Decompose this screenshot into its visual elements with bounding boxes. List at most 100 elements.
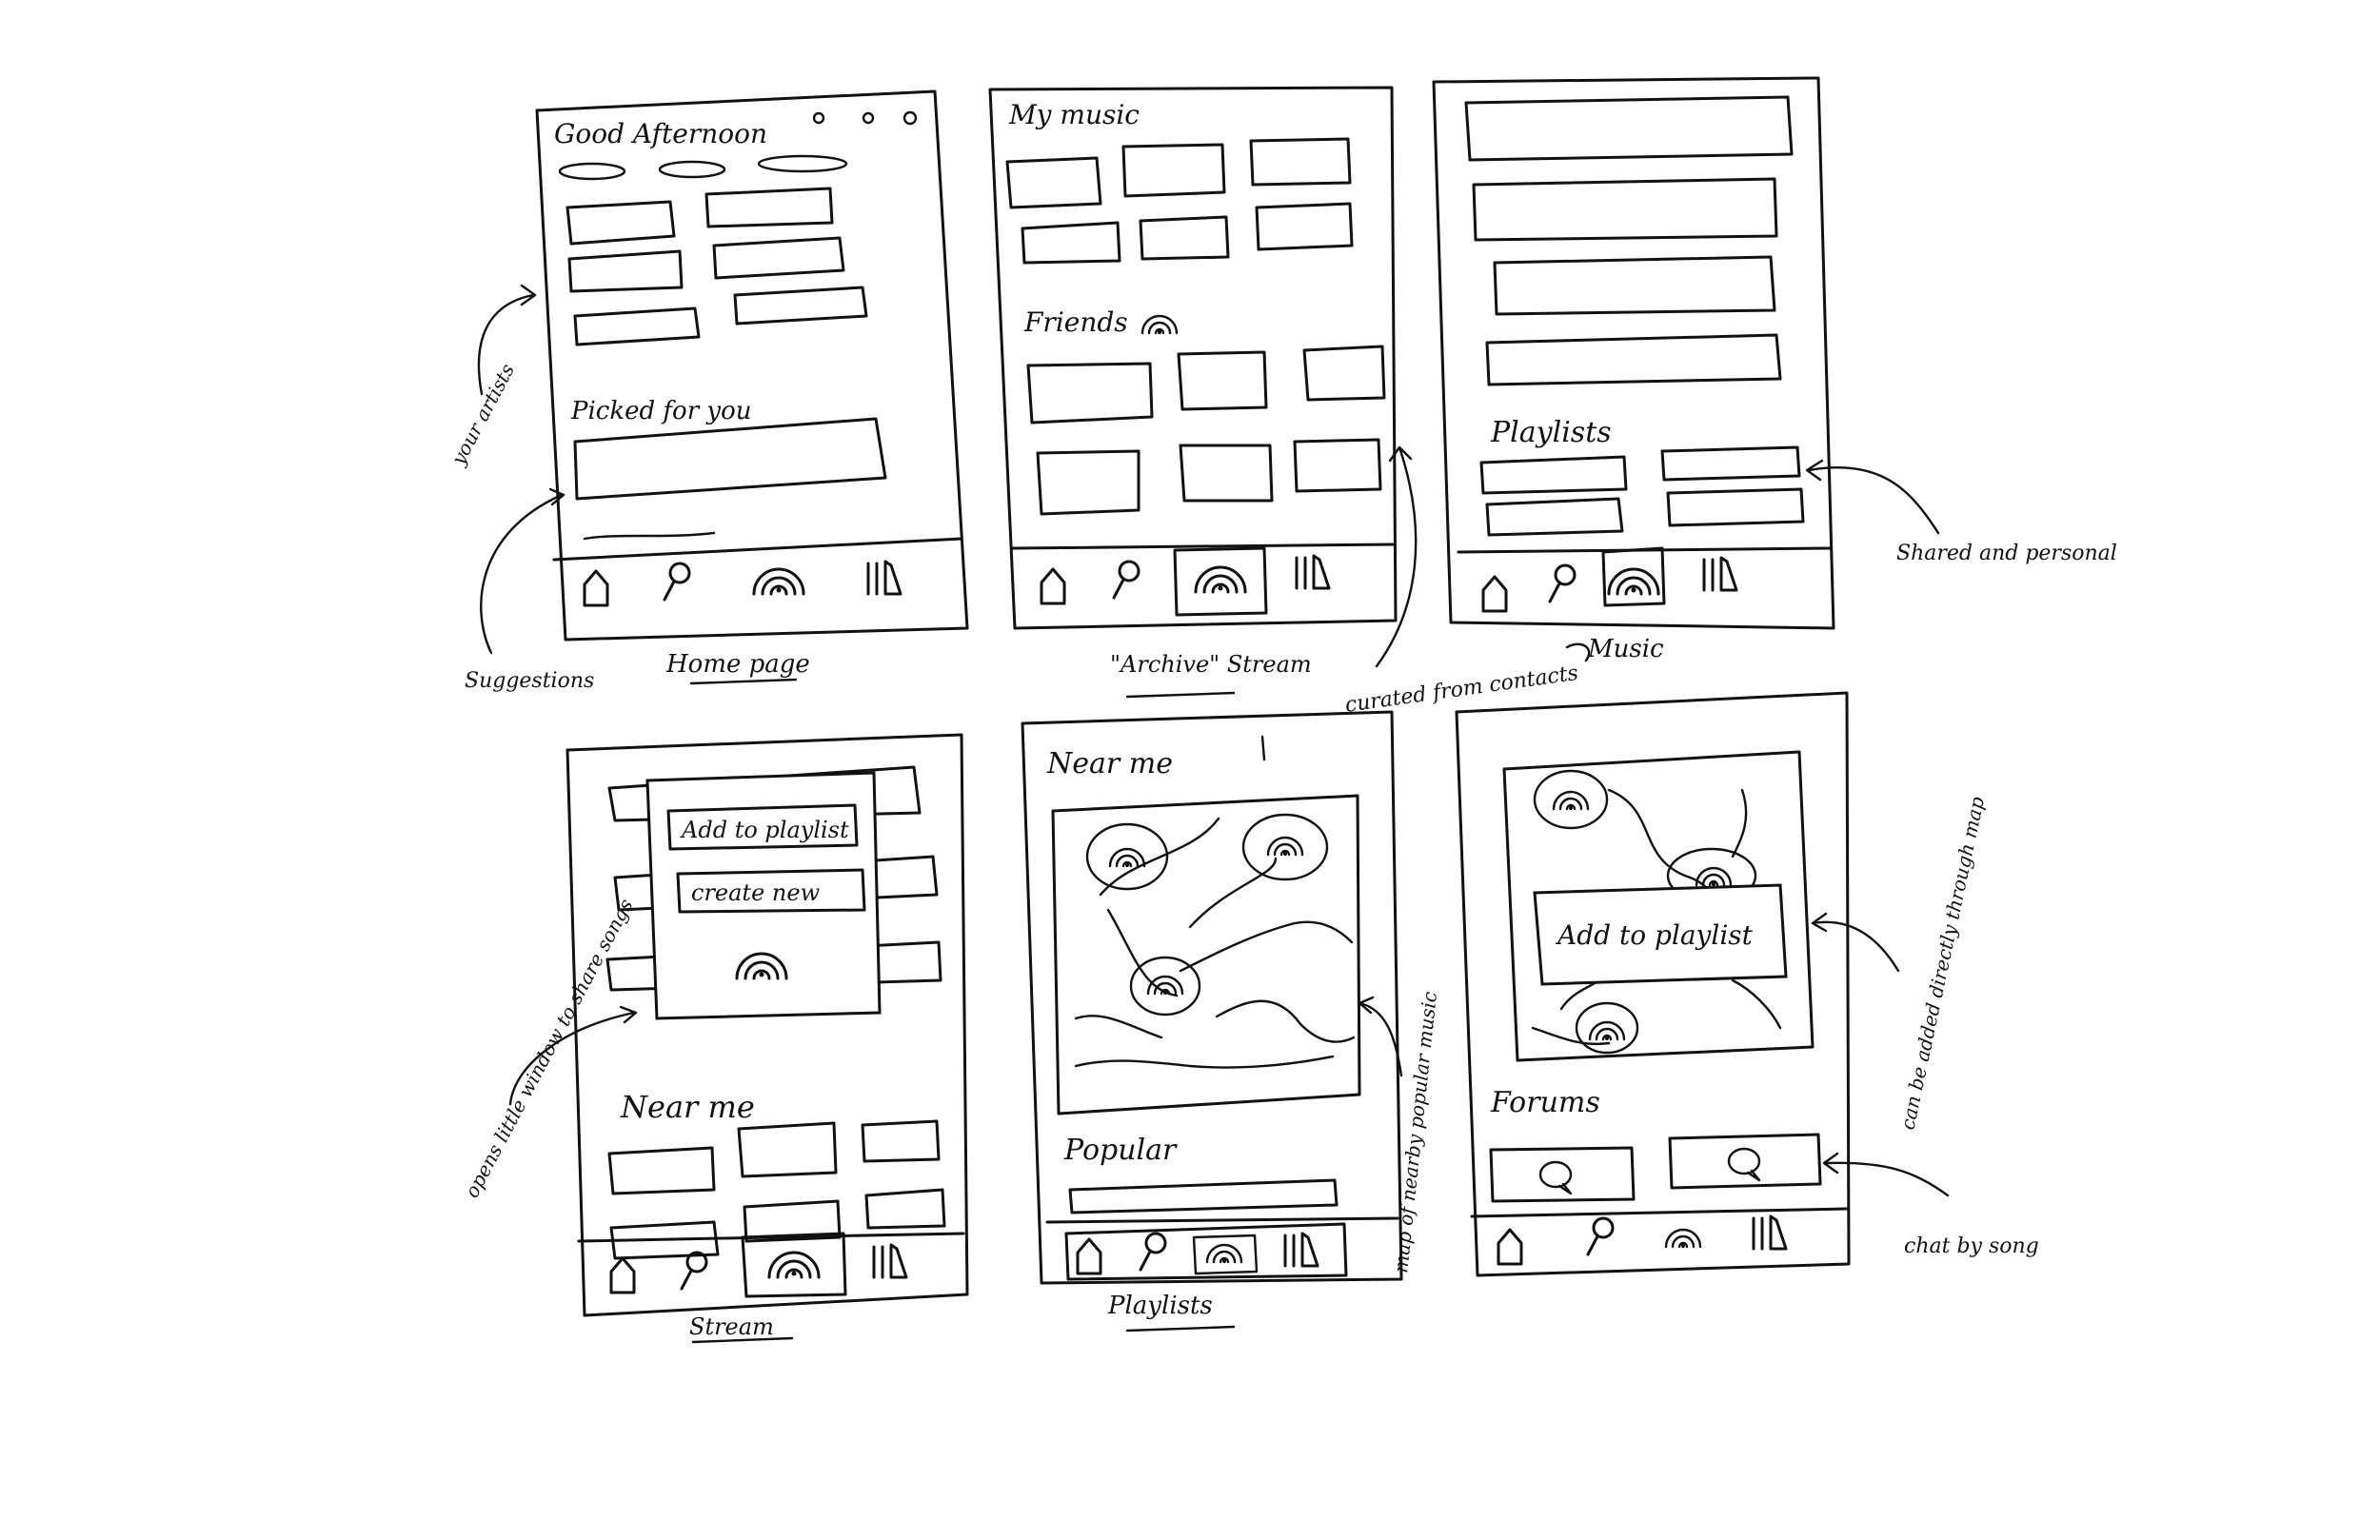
artist-tile[interactable]: [733, 286, 868, 326]
annotation-chat-by-song: chat by song: [1904, 1234, 2039, 1258]
library-icon[interactable]: [866, 560, 902, 596]
library-icon[interactable]: [1702, 556, 1738, 592]
playlist-item[interactable]: [1479, 455, 1628, 495]
create-new-button[interactable]: [676, 868, 866, 914]
nearby-tile[interactable]: [737, 1121, 838, 1178]
library-icon[interactable]: [1295, 554, 1331, 590]
genre-pill[interactable]: [558, 162, 626, 181]
library-row[interactable]: [1464, 95, 1794, 162]
playlists-caption: Playlists: [1107, 1292, 1213, 1320]
home-icon[interactable]: [1076, 1237, 1102, 1275]
playlist-item[interactable]: [1660, 445, 1801, 482]
artist-tile[interactable]: [712, 236, 845, 280]
home-icon[interactable]: [1040, 567, 1066, 605]
home-icon[interactable]: [1481, 575, 1508, 613]
screen-stream: Add to playlist create new Near me Strea…: [565, 733, 969, 1344]
album-tile[interactable]: [1121, 143, 1226, 198]
forum-map[interactable]: [1502, 750, 1815, 1062]
music-section-label: Playlists: [1490, 416, 1612, 449]
friend-tile[interactable]: [1302, 345, 1386, 402]
popular-row[interactable]: [1068, 1178, 1339, 1214]
map-pin[interactable]: [1085, 822, 1169, 891]
home-icon[interactable]: [609, 1256, 636, 1294]
nearby-map[interactable]: [1051, 794, 1361, 1116]
search-icon[interactable]: [663, 562, 691, 602]
now-playing-bar[interactable]: [583, 531, 716, 541]
genre-pill[interactable]: [757, 154, 848, 173]
home-icon[interactable]: [583, 569, 609, 607]
search-icon[interactable]: [1586, 1216, 1615, 1256]
nearby-tile[interactable]: [607, 1146, 716, 1195]
active-tab-box: [1601, 546, 1666, 607]
active-tab-box: [1173, 546, 1268, 617]
nearby-tile[interactable]: [609, 1220, 720, 1260]
friend-tile[interactable]: [1177, 350, 1268, 411]
album-tile[interactable]: [1005, 156, 1102, 209]
home-header-title: Good Afternoon: [554, 118, 767, 149]
library-icon[interactable]: [1752, 1214, 1788, 1251]
add-to-playlist-popup[interactable]: [1533, 883, 1788, 986]
album-tile[interactable]: [1249, 137, 1352, 187]
map-pin[interactable]: [1575, 1001, 1639, 1055]
search-icon[interactable]: [1548, 563, 1577, 603]
search-icon[interactable]: [1112, 560, 1140, 600]
search-icon[interactable]: [1139, 1232, 1167, 1272]
album-tile[interactable]: [1021, 221, 1121, 265]
chat-icon: [1538, 1160, 1573, 1195]
friend-tile[interactable]: [1293, 438, 1382, 493]
library-row[interactable]: [1485, 333, 1782, 386]
archive-section-label: Friends: [1023, 306, 1128, 338]
stream-caption: Stream: [689, 1313, 774, 1340]
stream-icon[interactable]: [1194, 565, 1247, 594]
stream-icon[interactable]: [767, 1251, 821, 1279]
song-chat-button[interactable]: [1489, 1146, 1636, 1203]
share-popup: [645, 771, 882, 1020]
song-chat-button[interactable]: [1668, 1133, 1822, 1190]
annotation-shared-and-personal: Shared and personal: [1896, 542, 2117, 565]
annotation-curated-from-contacts: curated from contacts: [1343, 661, 1579, 718]
genre-pill[interactable]: [658, 160, 726, 179]
screen-home: Good Afternoon Picked for you Home page: [535, 89, 969, 685]
active-tab-box: [741, 1232, 847, 1298]
screen-music: Playlists Music: [1432, 76, 1835, 663]
stream-icon[interactable]: [1664, 1228, 1702, 1250]
nav-divider: [1045, 1216, 1399, 1224]
annotation-suggestions: Suggestions: [465, 669, 594, 693]
artist-tile[interactable]: [704, 187, 834, 228]
map-pin[interactable]: [1241, 813, 1329, 881]
artist-tile[interactable]: [573, 306, 701, 346]
music-pin-icon: [1266, 836, 1304, 858]
status-dot-icon: [902, 110, 918, 126]
friends-stream-icon: [1140, 314, 1179, 336]
library-row[interactable]: [1472, 177, 1778, 242]
suggestion-card[interactable]: [573, 417, 887, 501]
playlists-header-title: Near me: [1046, 747, 1173, 780]
playlists-section-label: Popular: [1063, 1134, 1178, 1167]
active-tab-box: [1192, 1234, 1259, 1275]
popup-create-label: create new: [691, 879, 821, 906]
search-icon[interactable]: [680, 1251, 708, 1291]
library-icon[interactable]: [1283, 1232, 1319, 1268]
playlist-item[interactable]: [1666, 487, 1805, 527]
friend-tile[interactable]: [1179, 444, 1274, 503]
stream-icon[interactable]: [752, 567, 805, 596]
library-icon[interactable]: [872, 1243, 908, 1279]
map-pin[interactable]: [1533, 769, 1609, 830]
map-pin[interactable]: [1129, 956, 1201, 1017]
artist-tile[interactable]: [565, 200, 676, 246]
friend-tile[interactable]: [1036, 449, 1140, 516]
stream-icon[interactable]: [1607, 567, 1660, 596]
playlist-item[interactable]: [1485, 497, 1624, 537]
home-icon[interactable]: [1497, 1228, 1523, 1266]
nearby-tile[interactable]: [861, 1119, 941, 1163]
add-to-playlist-button[interactable]: [666, 803, 859, 851]
nearby-tile[interactable]: [864, 1188, 946, 1230]
album-tile[interactable]: [1139, 215, 1230, 261]
artist-tile[interactable]: [567, 249, 684, 293]
stream-icon[interactable]: [1205, 1243, 1243, 1265]
album-tile[interactable]: [1255, 202, 1354, 251]
library-row[interactable]: [1493, 255, 1776, 316]
forums-section-label: Forums: [1490, 1086, 1600, 1119]
nav-divider: [1011, 543, 1396, 550]
friend-tile[interactable]: [1026, 362, 1154, 424]
